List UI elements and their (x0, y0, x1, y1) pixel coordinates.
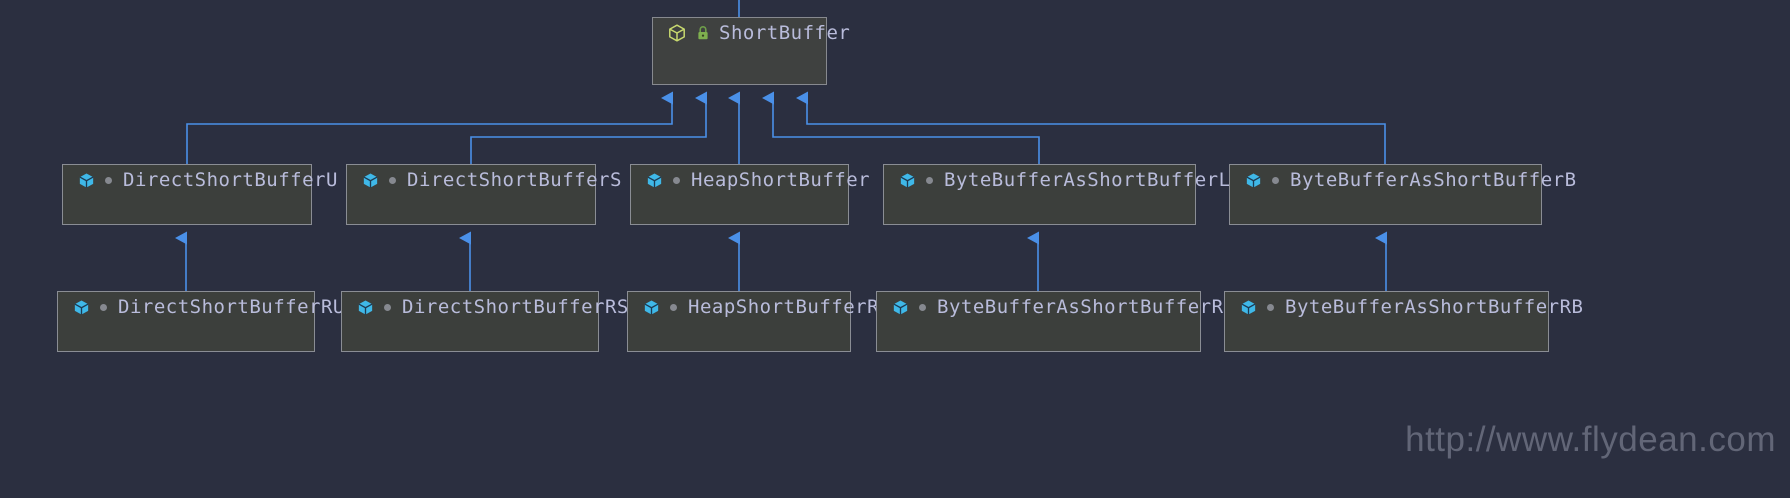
cube-icon (72, 298, 91, 317)
class-node-heapshortbufferr[interactable]: HeapShortBufferR (627, 291, 879, 352)
class-node-bytebufferasshortbufferl[interactable]: ByteBufferAsShortBufferL (883, 164, 1230, 225)
class-members-compartment (631, 195, 848, 224)
visibility-dot-icon (926, 176, 933, 184)
class-node-title: ByteBufferAsShortBufferB (1230, 165, 1576, 195)
cube-icon (77, 171, 96, 190)
class-members-compartment (1230, 195, 1541, 224)
cube-icon (642, 298, 661, 317)
watermark-text: http://www.flydean.com (1405, 420, 1776, 459)
class-node-title: ShortBuffer (653, 18, 850, 48)
visibility-dot-icon (105, 176, 112, 184)
class-members-compartment (877, 322, 1200, 351)
visibility-dot-icon (1272, 176, 1279, 184)
class-node-directshortbuffers[interactable]: DirectShortBufferS (346, 164, 621, 225)
class-node-title: HeapShortBuffer (631, 165, 870, 195)
class-node-title: DirectShortBufferU (63, 165, 337, 195)
class-members-compartment (342, 322, 598, 351)
class-node-title: DirectShortBufferRU (58, 292, 344, 322)
class-node-title: ByteBufferAsShortBufferL (884, 165, 1230, 195)
class-node-bytebufferasshortbufferrl[interactable]: ByteBufferAsShortBufferRL (876, 291, 1235, 352)
edge-directshortbuffers-to-shortbuffer (470, 91, 707, 164)
visibility-dot-icon (1267, 303, 1274, 311)
cube-icon (891, 298, 910, 317)
class-node-heapshortbuffer[interactable]: HeapShortBuffer (630, 164, 870, 225)
class-members-compartment (58, 322, 314, 351)
class-name-label: ByteBufferAsShortBufferL (944, 169, 1231, 191)
edge-directshortbufferu-to-shortbuffer (186, 91, 673, 164)
class-node-title: ByteBufferAsShortBufferRB (1225, 292, 1583, 322)
class-node-title: DirectShortBufferS (347, 165, 621, 195)
class-name-label: HeapShortBufferR (688, 296, 880, 318)
cube-icon (1244, 171, 1263, 190)
class-members-compartment (884, 195, 1195, 224)
cube-icon (361, 171, 380, 190)
class-members-compartment (1225, 322, 1548, 351)
visibility-dot-icon (100, 303, 107, 311)
visibility-dot-icon (919, 303, 926, 311)
cube-icon (645, 171, 664, 190)
class-node-bytebufferasshortbufferrb[interactable]: ByteBufferAsShortBufferRB (1224, 291, 1583, 352)
class-node-title: HeapShortBufferR (628, 292, 879, 322)
class-node-directshortbufferu[interactable]: DirectShortBufferU (62, 164, 337, 225)
class-node-directshortbufferrs[interactable]: DirectShortBufferRS (341, 291, 628, 352)
class-node-bytebufferasshortbufferb[interactable]: ByteBufferAsShortBufferB (1229, 164, 1576, 225)
visibility-dot-icon (389, 176, 396, 184)
visibility-dot-icon (670, 303, 677, 311)
class-name-label: DirectShortBufferRU (118, 296, 345, 318)
class-members-compartment (63, 195, 311, 224)
class-members-compartment (347, 195, 595, 224)
edge-bytebufferasshortbufferl-to-shortbuffer (762, 91, 1040, 164)
class-name-label: DirectShortBufferS (407, 169, 622, 191)
class-name-label: ShortBuffer (719, 22, 851, 44)
class-name-label: ByteBufferAsShortBufferRL (937, 296, 1236, 318)
class-node-directshortbufferru[interactable]: DirectShortBufferRU (57, 291, 344, 352)
class-name-label: ByteBufferAsShortBufferB (1290, 169, 1577, 191)
class-node-title: ByteBufferAsShortBufferRL (877, 292, 1235, 322)
class-name-label: ByteBufferAsShortBufferRB (1285, 296, 1584, 318)
cube-icon (356, 298, 375, 317)
cube-icon (1239, 298, 1258, 317)
class-name-label: DirectShortBufferRS (402, 296, 629, 318)
cube-icon (667, 23, 687, 43)
lock-icon (696, 25, 710, 41)
class-name-label: DirectShortBufferU (123, 169, 338, 191)
cube-icon (898, 171, 917, 190)
class-members-compartment (628, 322, 850, 351)
visibility-dot-icon (673, 176, 680, 184)
class-node-title: DirectShortBufferRS (342, 292, 628, 322)
visibility-dot-icon (384, 303, 391, 311)
edge-bytebufferasshortbufferb-to-shortbuffer (796, 91, 1386, 164)
class-name-label: HeapShortBuffer (691, 169, 871, 191)
class-members-compartment (653, 48, 826, 84)
class-node-shortbuffer[interactable]: ShortBuffer (652, 17, 850, 85)
